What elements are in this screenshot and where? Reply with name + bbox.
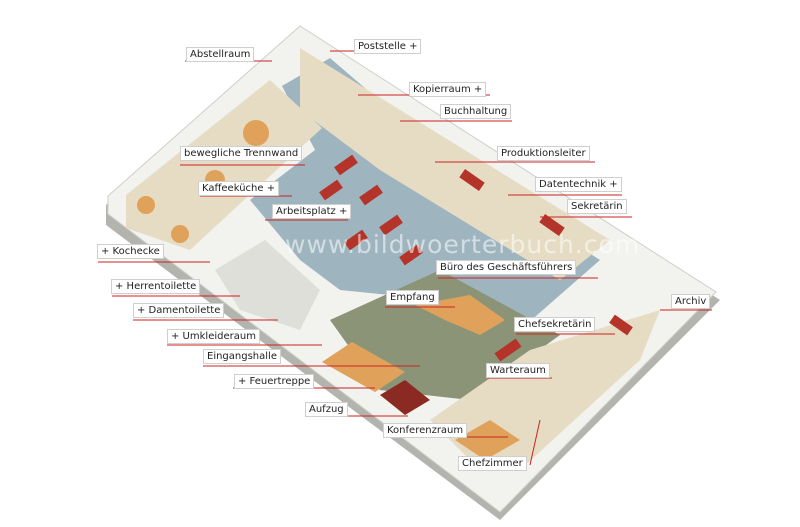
- label-kochecke[interactable]: + Kochecke: [97, 244, 164, 259]
- watermark: www.bildwoerterbuch.com: [285, 230, 641, 259]
- label-archiv[interactable]: Archiv: [671, 294, 711, 309]
- label-kopierraum[interactable]: Kopierraum +: [409, 82, 487, 97]
- desk: [334, 154, 358, 176]
- desk: [379, 214, 403, 236]
- desk: [494, 338, 522, 362]
- label-umkleideraum[interactable]: + Umkleideraum: [167, 329, 260, 344]
- stairs: [322, 342, 405, 392]
- label-empfang[interactable]: Empfang: [386, 290, 439, 305]
- label-herrentoilette[interactable]: + Herrentoilette: [111, 279, 201, 294]
- label-eingangshalle[interactable]: Eingangshalle: [203, 349, 281, 364]
- label-buchhaltung[interactable]: Buchhaltung: [440, 104, 512, 119]
- label-aufzug[interactable]: Aufzug: [305, 402, 348, 417]
- table: [243, 120, 269, 146]
- desk: [609, 314, 633, 336]
- label-warteraum[interactable]: Warteraum: [486, 363, 550, 378]
- desk: [459, 169, 485, 191]
- label-sekretaerin[interactable]: Sekretärin: [567, 199, 627, 214]
- label-poststelle[interactable]: Poststelle +: [354, 39, 422, 54]
- table: [137, 196, 155, 214]
- desk: [399, 244, 423, 266]
- desk: [344, 229, 368, 251]
- label-chefsekretaerin[interactable]: Chefsekretärin: [514, 317, 596, 332]
- label-produktionsleiter[interactable]: Produktionsleiter: [497, 146, 590, 161]
- label-kaffeekueche[interactable]: Kaffeeküche +: [198, 181, 280, 196]
- toilets-floor: [215, 240, 320, 330]
- label-buero-geschaeftsfuehrer[interactable]: Büro des Geschäftsführers: [436, 260, 577, 275]
- label-abstellraum[interactable]: Abstellraum: [186, 47, 255, 62]
- label-bewegliche-trennwand[interactable]: bewegliche Trennwand: [180, 146, 303, 161]
- label-konferenzraum[interactable]: Konferenzraum: [383, 423, 468, 438]
- label-arbeitsplatz[interactable]: Arbeitsplatz +: [272, 204, 352, 219]
- desk: [359, 184, 383, 206]
- label-chefzimmer[interactable]: Chefzimmer: [458, 456, 527, 471]
- elevator: [380, 380, 430, 415]
- desk: [539, 214, 565, 236]
- label-damentoilette[interactable]: + Damentoilette: [133, 303, 225, 318]
- leader-line: [529, 419, 541, 466]
- reception-counter: [415, 295, 505, 335]
- conference-table: [455, 420, 520, 460]
- label-feuertreppe[interactable]: + Feuertreppe: [234, 374, 315, 389]
- north-offices-floor: [300, 48, 610, 280]
- label-datentechnik[interactable]: Datentechnik +: [535, 177, 622, 192]
- desk: [319, 179, 343, 201]
- table: [171, 225, 189, 243]
